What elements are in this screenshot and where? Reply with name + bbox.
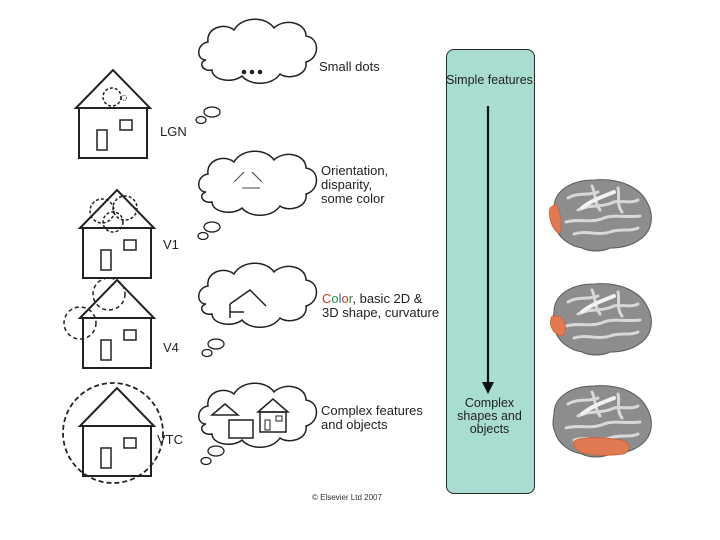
lgn-thought-cloud [195, 18, 318, 125]
v4-thought-cloud [197, 262, 318, 358]
description-vtc: Complex features and objects [321, 403, 423, 432]
brain-v4-highlight [550, 281, 654, 357]
area-label-vtc: VTC [157, 432, 183, 447]
color-word-letter: o [341, 291, 349, 306]
vtc-thought-cloud [197, 382, 318, 466]
description-lgn: Small dots [319, 59, 380, 74]
color-word-letter: o [331, 291, 339, 306]
vtc-house [62, 382, 164, 484]
area-label-v1: V1 [163, 237, 179, 252]
v4-house [63, 277, 155, 369]
copyright-notice: © Elsevier Ltd 2007 [312, 493, 382, 502]
hierarchy-top-label: Simple features [446, 73, 533, 87]
area-label-lgn: LGN [160, 124, 187, 139]
hierarchy-bottom-label: Complex shapes and objects [457, 396, 522, 436]
color-word: Color [322, 291, 352, 306]
v1-thought-cloud [197, 150, 318, 241]
lgn-house [75, 69, 151, 159]
description-v1: Orientation, disparity, some color [321, 163, 389, 206]
brain-vtc-highlight [551, 383, 654, 459]
v1-house [79, 189, 155, 279]
description-v4: Color, basic 2D & 3D shape, curvature [322, 292, 442, 320]
area-label-v4: V4 [163, 340, 179, 355]
color-word-letter: l [338, 291, 342, 306]
brain-v1-highlight [549, 177, 654, 253]
color-word-letter: r [348, 291, 353, 306]
description-v4-rest: , basic 2D & 3D shape, curvature [322, 291, 440, 320]
hierarchy-panel [446, 49, 535, 494]
color-word-letter: C [322, 291, 332, 306]
